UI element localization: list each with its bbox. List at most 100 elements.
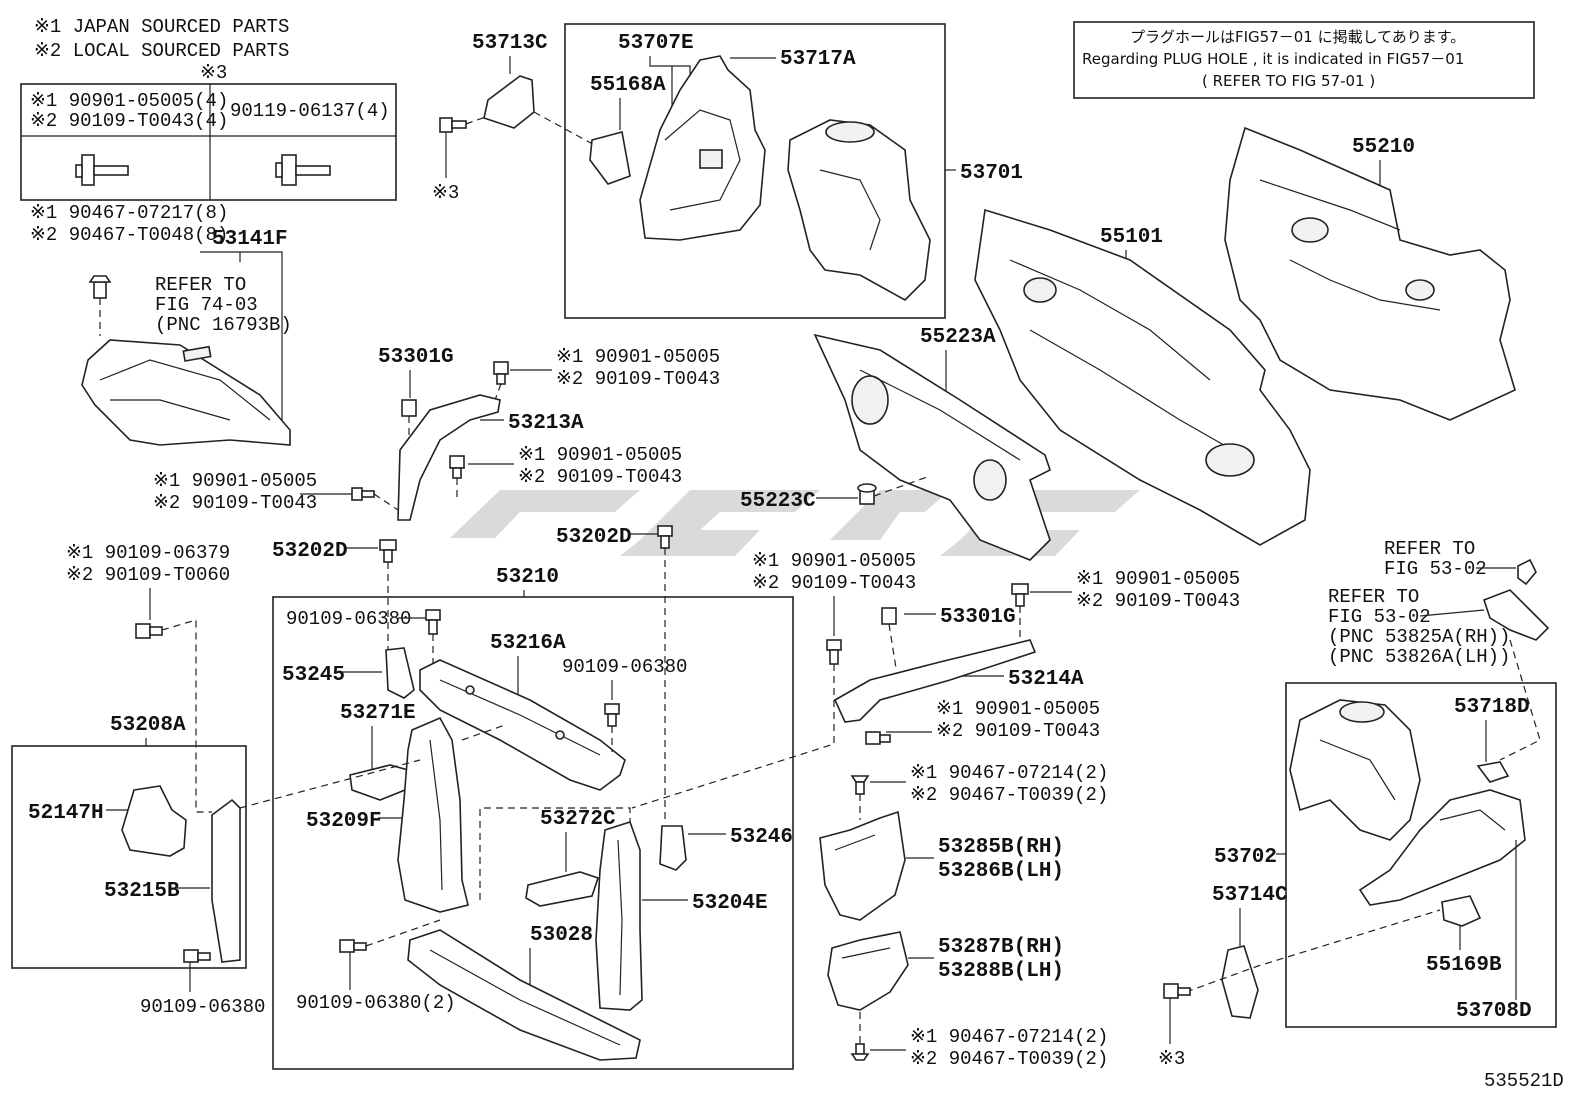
bolt-icon — [351, 487, 375, 501]
refer-74-line1: REFER TO — [155, 274, 246, 296]
part-shape-53701-inner — [787, 119, 931, 301]
part-53271E: 53271E — [340, 702, 416, 725]
part-53215B: 53215B — [104, 880, 180, 903]
part-shape-53708D — [1358, 789, 1526, 906]
clip-mid-line1: ※1 90467-07214(2) — [910, 762, 1108, 784]
part-shape-53209F — [397, 716, 469, 913]
refer-53b-line4: (PNC 53826A(LH)) — [1328, 646, 1510, 668]
part-52147H: 52147H — [28, 802, 104, 825]
part-shape-53215B — [211, 798, 241, 963]
bolt-table-c2-line1: 90119-06137(4) — [230, 100, 390, 122]
part-53702: 53702 — [1214, 846, 1277, 869]
part-55168A: 55168A — [590, 74, 666, 97]
clip-mid-line2: ※2 90467-T0039(2) — [910, 784, 1108, 806]
bolt-f-line1: ※1 90901-05005 — [1076, 568, 1240, 590]
bolt-g-line1: ※1 90901-05005 — [936, 698, 1100, 720]
part-shape-53714C — [1221, 945, 1259, 1019]
part-53301G-left: 53301G — [378, 346, 454, 369]
part-53214A: 53214A — [1008, 668, 1084, 691]
bolt-icon — [493, 361, 509, 385]
bolt-f-line2: ※2 90109-T0043 — [1076, 590, 1240, 612]
bolt-icon — [339, 939, 367, 953]
part-shape-53707E — [639, 55, 766, 241]
part-55210: 55210 — [1352, 136, 1415, 159]
bolt-e-line1: ※1 90901-05005 — [752, 550, 916, 572]
part-53285B: 53285B(RH) — [938, 836, 1064, 859]
part-shape-53272C — [525, 871, 600, 907]
bolt-icon — [1011, 583, 1029, 607]
part-53272C: 53272C — [540, 808, 616, 831]
plug-note-line3: ( REFER TO FIG 57-01 ) — [1202, 72, 1375, 90]
bolt-e-line2: ※2 90109-T0043 — [752, 572, 916, 594]
group-box-53702 — [1285, 682, 1557, 1028]
part-shape-53204E — [595, 821, 643, 1011]
part-shape-55168A — [589, 131, 631, 185]
group-box-53208A — [11, 745, 247, 969]
part-shape-53141F — [81, 339, 291, 446]
part-53718D: 53718D — [1454, 696, 1530, 719]
bolt-table-c1-line2: ※2 90109-T0043(4) — [30, 110, 228, 132]
part-shape-53825A — [1482, 589, 1550, 641]
part-53208A: 53208A — [110, 714, 186, 737]
part-53213A: 53213A — [508, 412, 584, 435]
bolt-icon — [449, 455, 465, 479]
refer-74-line3: (PNC 16793B) — [155, 314, 292, 336]
part-shape-53702-inner — [1289, 699, 1421, 841]
part-shape-53301G-left — [401, 399, 417, 417]
hex-bolt-icon — [275, 154, 331, 186]
mark3-a: ※3 — [432, 182, 459, 204]
part-shape-53216A — [419, 659, 626, 791]
part-55169B: 55169B — [1426, 954, 1502, 977]
plug-note-line2: Regarding PLUG HOLE , it is indicated in… — [1082, 50, 1464, 68]
part-90109-06380-2: 90109-06380(2) — [296, 992, 456, 1014]
part-53286B: 53286B(LH) — [938, 860, 1064, 883]
bolt-c-line2: ※2 90109-T0043 — [518, 466, 682, 488]
bolt-table-c1-line1: ※1 90901-05005(4) — [30, 90, 228, 112]
part-53701: 53701 — [960, 162, 1023, 185]
bolt-a-line2: ※2 90109-T0043 — [153, 492, 317, 514]
group-box-53701 — [564, 23, 946, 319]
bolt-c-line1: ※1 90901-05005 — [518, 444, 682, 466]
part-53717A: 53717A — [780, 48, 856, 71]
refer-53b-line3: (PNC 53825A(RH)) — [1328, 626, 1510, 648]
part-shape-55223A — [813, 333, 1051, 561]
part-shape-53214A — [833, 639, 1037, 723]
refer-53b-line2: FIG 53-02 — [1328, 606, 1431, 628]
part-shape-55210 — [1224, 126, 1516, 421]
part-53210: 53210 — [496, 566, 559, 589]
part-shape-55169B — [1441, 895, 1482, 927]
part-shape-53246 — [659, 825, 687, 871]
clip-top-line2: ※2 90467-T0048(8) — [30, 224, 228, 246]
part-53202D-right: 53202D — [556, 526, 632, 549]
plug-hole-note: プラグホールはFIG57－01 に掲載してあります。 Regarding PLU… — [1073, 21, 1535, 99]
part-shape-52147H — [121, 785, 187, 857]
part-shape-55101 — [974, 208, 1311, 546]
part-55101: 55101 — [1100, 226, 1163, 249]
part-90109-06380-a: 90109-06380 — [286, 608, 411, 630]
part-53288B: 53288B(LH) — [938, 960, 1064, 983]
part-53246: 53246 — [730, 826, 793, 849]
bolt-icon — [1163, 983, 1191, 999]
plug-note-line1: プラグホールはFIG57－01 に掲載してあります。 — [1130, 28, 1465, 46]
part-90109-06380-b: 90109-06380 — [562, 656, 687, 678]
part-shape-53028 — [407, 929, 641, 1061]
group-box-53210 — [272, 596, 794, 1070]
bolt-icon — [865, 731, 891, 745]
bolt-b-line2: ※2 90109-T0043 — [556, 368, 720, 390]
part-53713C: 53713C — [472, 32, 548, 55]
clip-55223C-icon — [857, 483, 877, 505]
part-53204E: 53204E — [692, 892, 768, 915]
part-55223C: 55223C — [740, 490, 816, 513]
bolt-icon — [425, 609, 441, 635]
part-53141F: 53141F — [212, 228, 288, 251]
part-53202D-left: 53202D — [272, 540, 348, 563]
bolt-icon — [604, 703, 620, 727]
refer-53a-line1: REFER TO — [1384, 538, 1475, 560]
local-sourced-note: ※2 LOCAL SOURCED PARTS — [34, 40, 289, 62]
part-shape-53713C — [483, 75, 535, 129]
part-53287B: 53287B(RH) — [938, 936, 1064, 959]
bolt-icon — [826, 639, 842, 665]
part-shape-53287B — [827, 931, 909, 1011]
